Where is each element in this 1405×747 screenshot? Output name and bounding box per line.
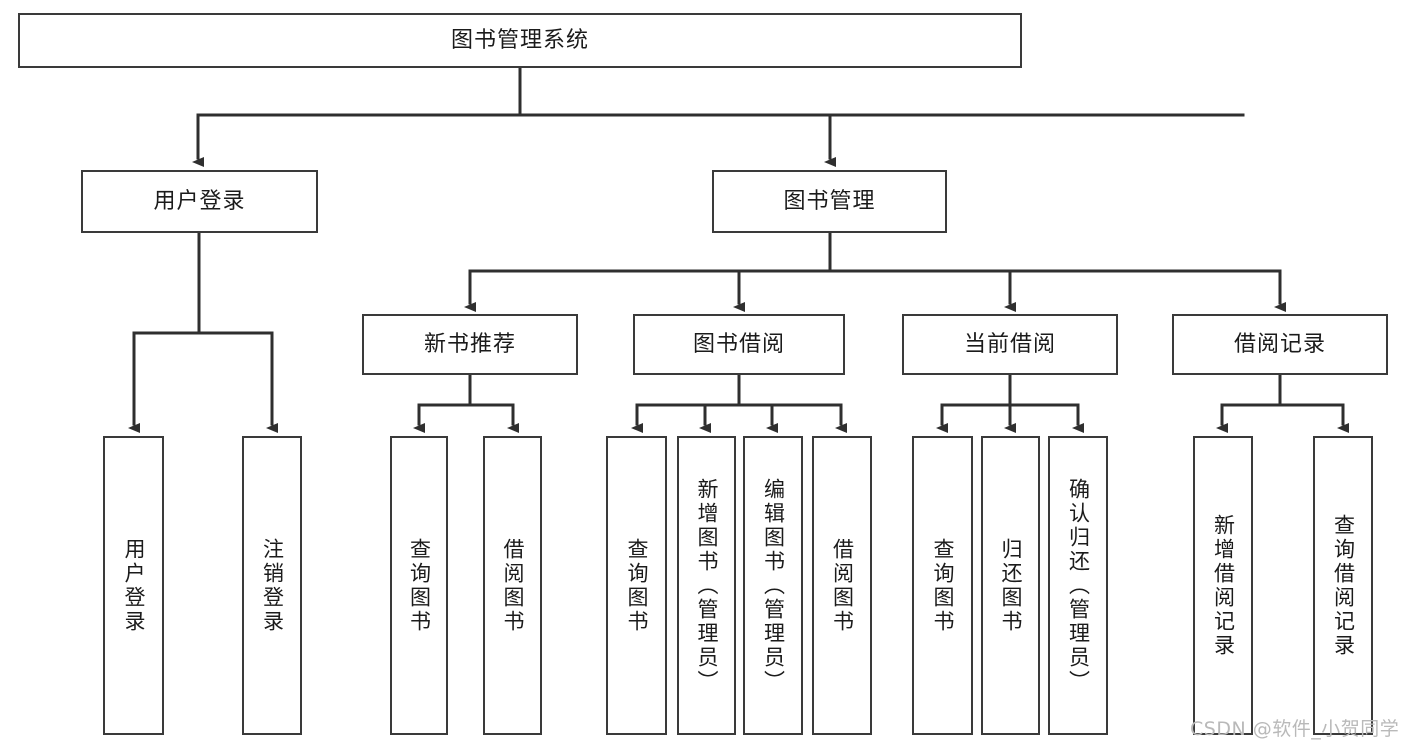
node-leaf-borrow-book-recommend[interactable]: 借阅图书 — [483, 436, 542, 735]
node-leaf-add-book-label: 新增图书（管理员） — [695, 477, 720, 694]
node-leaf-add-borrow-record-label: 新增借阅记录 — [1211, 513, 1236, 658]
node-leaf-query-borrow-record-label: 查询借阅记录 — [1331, 513, 1356, 658]
node-leaf-user-logout[interactable]: 注销登录 — [242, 436, 302, 735]
node-leaf-confirm-return-label: 确认归还（管理员） — [1066, 477, 1091, 694]
node-user-login-label: 用户登录 — [153, 188, 246, 214]
node-leaf-edit-book-label: 编辑图书（管理员） — [761, 477, 786, 694]
node-leaf-query-book-current[interactable]: 查询图书 — [912, 436, 973, 735]
node-root-label: 图书管理系统 — [450, 27, 589, 53]
connector-user-login-children — [128, 231, 278, 433]
node-leaf-user-login-label: 用户登录 — [122, 537, 147, 634]
connector-current-borrow-children — [936, 373, 1084, 433]
node-leaf-edit-book[interactable]: 编辑图书（管理员） — [743, 436, 803, 735]
node-leaf-return-book[interactable]: 归还图书 — [981, 436, 1040, 735]
node-leaf-borrow-book-recommend-label: 借阅图书 — [501, 537, 526, 634]
node-book-borrow[interactable]: 图书借阅 — [633, 314, 845, 375]
node-new-book-recommend-label: 新书推荐 — [423, 331, 516, 357]
node-leaf-query-borrow-record[interactable]: 查询借阅记录 — [1313, 436, 1373, 735]
node-leaf-borrow-book[interactable]: 借阅图书 — [812, 436, 872, 735]
node-book-manage[interactable]: 图书管理 — [712, 170, 947, 233]
node-new-book-recommend[interactable]: 新书推荐 — [362, 314, 578, 375]
node-leaf-add-borrow-record[interactable]: 新增借阅记录 — [1193, 436, 1253, 735]
connector-new-book-recommend-children — [413, 373, 519, 433]
node-leaf-query-book-current-label: 查询图书 — [931, 537, 956, 634]
node-leaf-user-logout-label: 注销登录 — [260, 537, 285, 634]
node-leaf-query-book-borrow[interactable]: 查询图书 — [606, 436, 667, 735]
node-borrow-record-label: 借阅记录 — [1233, 331, 1326, 357]
node-current-borrow-label: 当前借阅 — [963, 331, 1056, 357]
node-leaf-query-book-recommend-label: 查询图书 — [407, 537, 432, 634]
node-leaf-query-book-recommend[interactable]: 查询图书 — [390, 436, 448, 735]
connector-book-borrow-children — [631, 373, 847, 433]
node-book-manage-label: 图书管理 — [783, 188, 876, 214]
csdn-watermark: CSDN @软件_小贺同学 — [1190, 718, 1400, 740]
node-leaf-confirm-return[interactable]: 确认归还（管理员） — [1048, 436, 1108, 735]
node-user-login[interactable]: 用户登录 — [81, 170, 318, 233]
node-root[interactable]: 图书管理系统 — [18, 13, 1022, 68]
node-current-borrow[interactable]: 当前借阅 — [902, 314, 1118, 375]
node-book-borrow-label: 图书借阅 — [692, 331, 785, 357]
node-leaf-borrow-book-label: 借阅图书 — [830, 537, 855, 634]
node-leaf-return-book-label: 归还图书 — [999, 537, 1024, 634]
connector-borrow-record-children — [1216, 373, 1349, 433]
node-borrow-record[interactable]: 借阅记录 — [1172, 314, 1388, 375]
node-leaf-query-book-borrow-label: 查询图书 — [625, 537, 650, 634]
node-leaf-add-book[interactable]: 新增图书（管理员） — [677, 436, 736, 735]
node-leaf-user-login[interactable]: 用户登录 — [103, 436, 164, 735]
connector-book-manage-children — [464, 231, 1286, 312]
connector-root-trunk — [192, 66, 1245, 167]
